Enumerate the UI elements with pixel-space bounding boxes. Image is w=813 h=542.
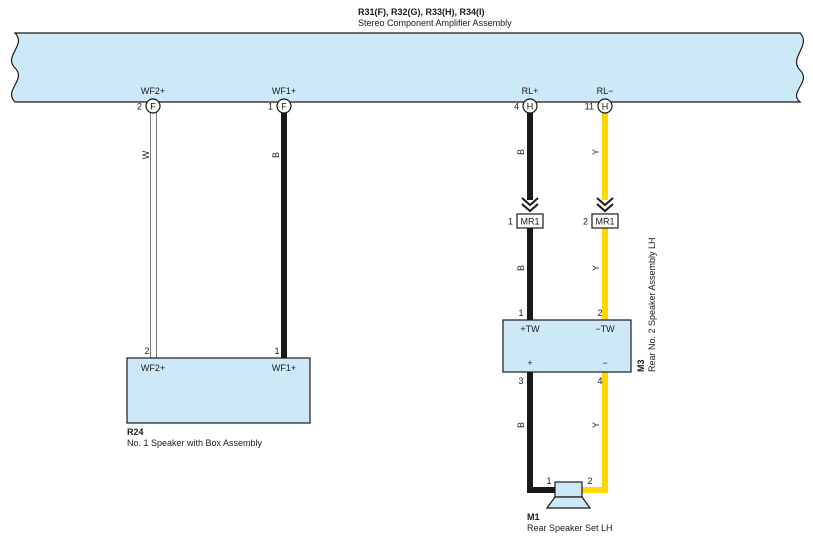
- connector-wf2: F 2: [137, 98, 161, 114]
- wire-rlm-color-1: Y: [591, 149, 601, 155]
- wire-wf1: [281, 110, 287, 358]
- connector-wf1: F 1: [268, 98, 292, 114]
- svg-text:MR1: MR1: [520, 217, 539, 227]
- amplifier-name: Stereo Component Amplifier Assembly: [358, 18, 512, 28]
- connector-wf1-pin: 1: [268, 102, 273, 112]
- m3-label-ptw: +TW: [520, 324, 540, 334]
- m3-pin-4: 4: [597, 376, 602, 386]
- wire-rlm-upper: [602, 110, 608, 200]
- connector-rlp-pin: 4: [514, 102, 519, 112]
- wire-wf1-color: B: [271, 152, 281, 158]
- connector-rlp: H 4: [514, 98, 538, 114]
- connector-rlm-pin: 11: [585, 102, 594, 112]
- m3-label-mtw: −TW: [595, 324, 615, 334]
- wire-wf2-color: W: [141, 150, 151, 159]
- m1-pin-1: 1: [546, 476, 551, 486]
- wire-rlp-upper: [527, 110, 533, 200]
- junction-mr1-left: MR1 1: [508, 213, 544, 229]
- r24-label-wf1: WF1+: [272, 363, 296, 373]
- wire-rlm-mid: [602, 228, 608, 320]
- m3-name: Rear No. 2 Speaker Assembly LH: [647, 237, 657, 372]
- wire-rlm-lower: [582, 372, 608, 493]
- svg-text:H: H: [527, 102, 534, 112]
- terminal-wf2-label: WF2+: [141, 86, 165, 96]
- speaker-m1-icon: [545, 481, 592, 509]
- r24-label-wf2: WF2+: [141, 363, 165, 373]
- amplifier-code: R31(F), R32(G), R33(H), R34(I): [358, 7, 485, 17]
- connector-rlm: H 11: [585, 98, 613, 114]
- junction-mr1-right: MR1 2: [583, 213, 619, 229]
- junction-mr1-left-pin: 1: [508, 217, 513, 227]
- junction-chevron-left-icon: [521, 197, 539, 213]
- junction-mr1-right-pin: 2: [583, 217, 588, 227]
- speaker-r24: 2 1 WF2+ WF1+: [126, 346, 311, 424]
- junction-chevron-right-icon: [596, 197, 614, 213]
- r24-pin-2: 2: [144, 346, 149, 356]
- wire-rlm-color-3: Y: [591, 422, 601, 428]
- terminal-wf1-label: WF1+: [272, 86, 296, 96]
- m3-label-minus: −: [602, 358, 607, 368]
- svg-text:MR1: MR1: [595, 217, 614, 227]
- m3-pin-2: 2: [597, 308, 602, 318]
- m1-name: Rear Speaker Set LH: [527, 523, 613, 533]
- r24-pin-1: 1: [274, 346, 279, 356]
- wire-rlp-lower: [527, 372, 555, 493]
- svg-text:H: H: [602, 102, 609, 112]
- m3-pin-1: 1: [518, 308, 523, 318]
- m1-code: M1: [527, 512, 540, 522]
- wire-rlp-color-2: B: [516, 265, 526, 271]
- wire-rlm-color-2: Y: [591, 265, 601, 271]
- r24-code: R24: [127, 427, 144, 437]
- m3-pin-3: 3: [518, 376, 523, 386]
- r24-name: No. 1 Speaker with Box Assembly: [127, 438, 263, 448]
- svg-text:F: F: [150, 102, 156, 112]
- wire-wf2: [150, 109, 157, 359]
- m3-code: M3: [636, 359, 646, 372]
- svg-text:F: F: [281, 102, 287, 112]
- speaker-m3: 1 2 +TW −TW + − 3 4: [502, 308, 632, 386]
- terminal-rlm-label: RL−: [597, 86, 614, 96]
- wire-rlp-color-1: B: [516, 149, 526, 155]
- connector-wf2-pin: 2: [137, 102, 142, 112]
- wire-rlp-color-3: B: [516, 422, 526, 428]
- amplifier-block: [11, 32, 804, 103]
- wire-rlp-mid: [527, 228, 533, 320]
- m1-pin-2: 2: [587, 476, 592, 486]
- m3-label-plus: +: [527, 358, 532, 368]
- terminal-rlp-label: RL+: [522, 86, 539, 96]
